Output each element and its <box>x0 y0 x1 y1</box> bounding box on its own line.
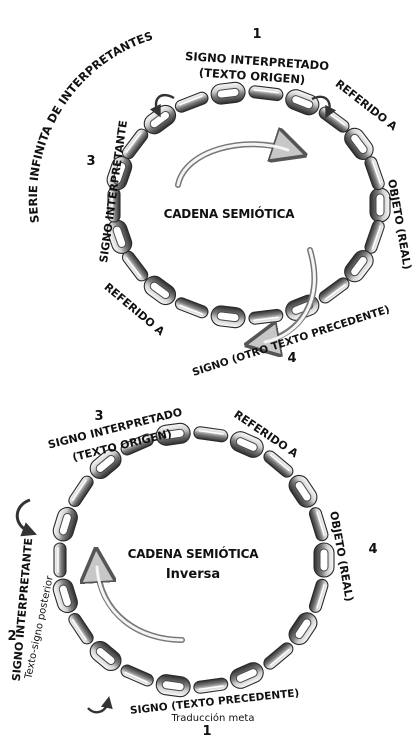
chain-link <box>248 309 283 325</box>
chain-link <box>210 305 246 329</box>
number-3: 3 <box>86 154 95 169</box>
chain-link <box>248 85 283 101</box>
number-2: 2 <box>7 629 16 644</box>
curved-arrow-left-icon <box>17 500 30 532</box>
number-1: 1 <box>252 27 261 42</box>
chain-link <box>308 578 329 614</box>
label-traduccion-meta: Traducción meta <box>171 712 255 724</box>
chain-link <box>155 673 191 697</box>
chain-link <box>308 506 329 542</box>
chain-link <box>317 105 351 135</box>
curved-arrow-bottom-icon <box>88 702 108 712</box>
chain-link <box>86 637 125 674</box>
chain-link <box>283 87 322 118</box>
chain-link <box>67 611 96 646</box>
chain-link <box>285 609 321 648</box>
cycle-arrow-right <box>178 144 290 185</box>
chain-link <box>54 543 66 577</box>
number-1: 1 <box>202 724 211 738</box>
chain-ring-1 <box>104 81 390 329</box>
chain-link <box>370 188 390 222</box>
chain-link <box>261 641 295 672</box>
chain-link <box>67 474 96 509</box>
chain-link <box>120 249 150 283</box>
chain-link <box>174 90 210 113</box>
chain-link <box>51 505 80 543</box>
diagram-2-subtitle: Inversa <box>166 567 220 582</box>
chain-link <box>51 577 80 615</box>
diagram-1: SERIE INFINITA DE INTERPRETANTES 1 SIGNO… <box>26 27 414 379</box>
chain-link <box>193 677 228 694</box>
chain-link <box>193 426 228 443</box>
diagram-2-title: CADENA SEMIÓTICA <box>128 546 260 561</box>
number-4: 4 <box>368 542 377 557</box>
chain-link <box>227 660 266 692</box>
label-objeto-real: OBJETO (REAL) <box>385 178 414 270</box>
chain-link <box>317 275 351 305</box>
chain-link <box>363 219 385 255</box>
number-4: 4 <box>287 351 296 366</box>
chain-link <box>363 155 385 191</box>
chain-link <box>314 543 334 577</box>
diagram-1-title: CADENA SEMIÓTICA <box>164 206 296 221</box>
chain-link <box>210 81 246 105</box>
number-3: 3 <box>94 409 103 424</box>
diagram-2: 3 SIGNO INTERPRETADO (TEXTO ORIGEN) REFE… <box>7 405 377 738</box>
outer-label-serie: SERIE INFINITA DE INTERPRETANTES <box>26 29 155 224</box>
chain-link <box>285 472 321 511</box>
chain-link <box>174 296 210 319</box>
chain-link <box>119 663 155 688</box>
cycle-arrow-right-inner <box>178 144 288 185</box>
